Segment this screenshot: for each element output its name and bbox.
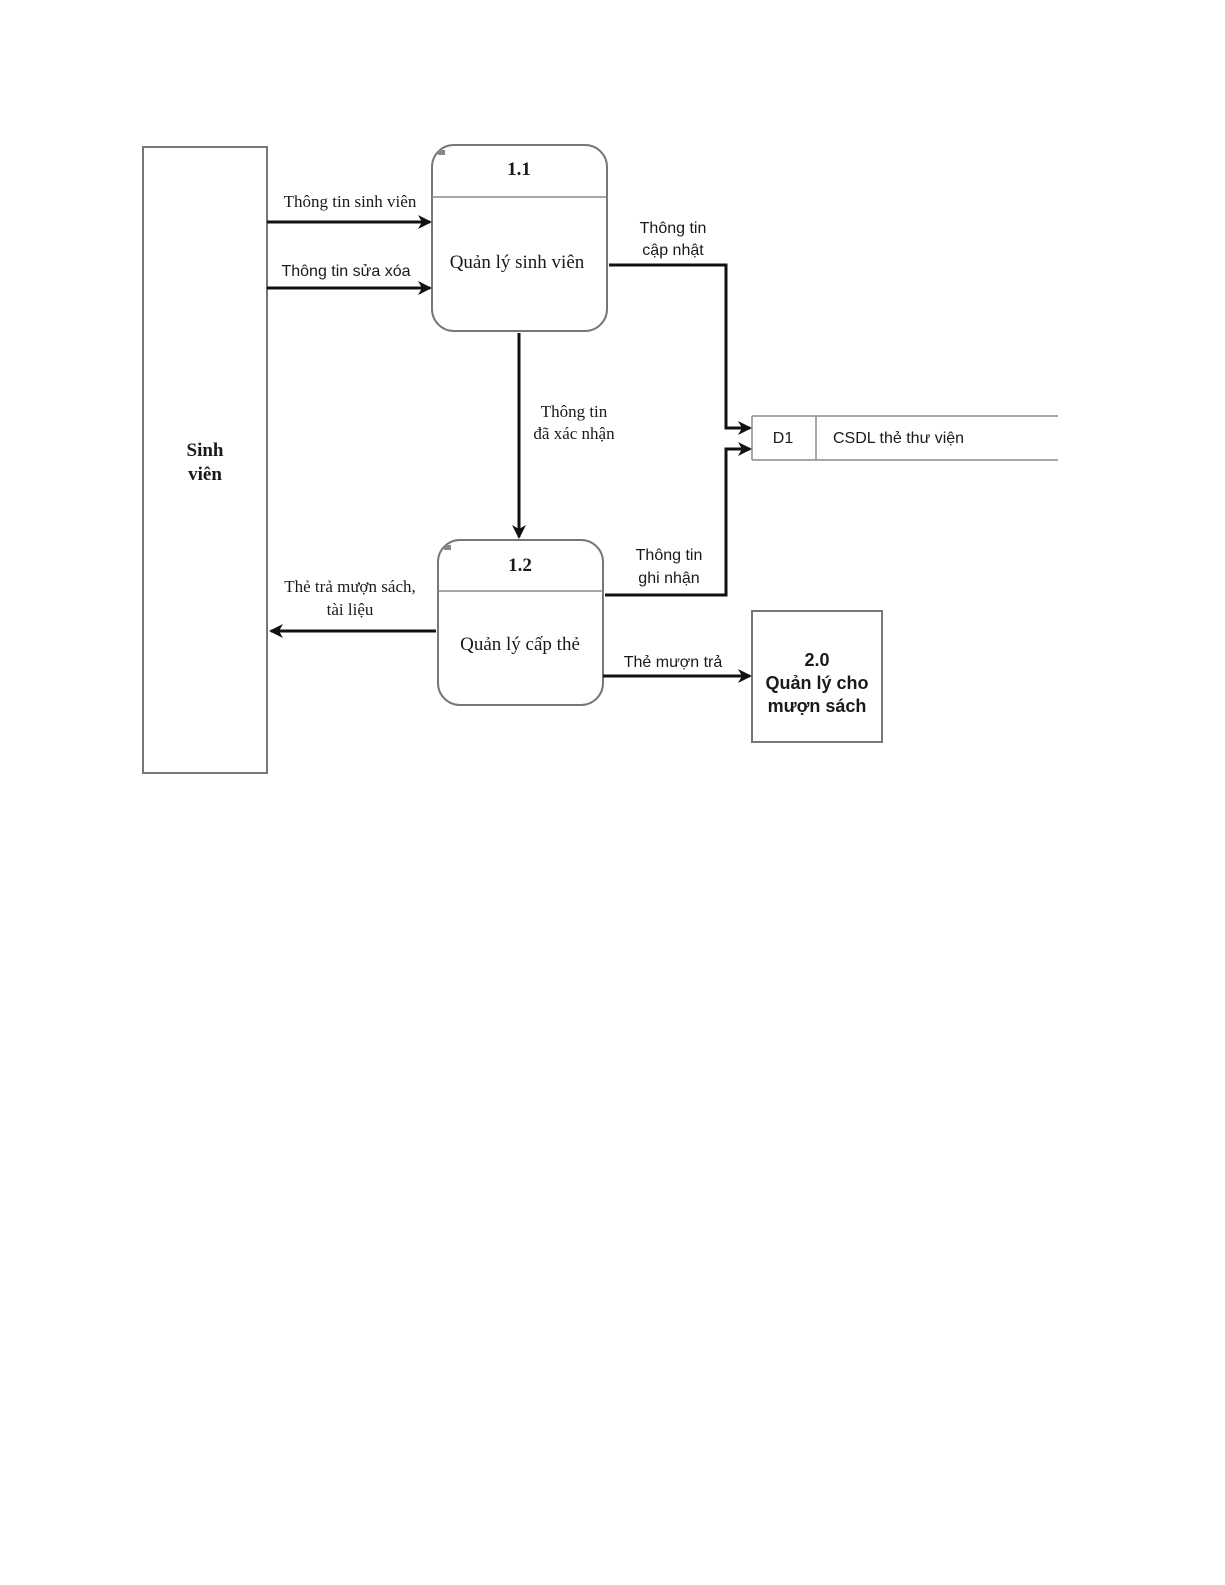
process-1-1-name: Quản lý sinh viên bbox=[450, 252, 585, 273]
flow-confirmed-info[interactable]: Thông tin đã xác nhận bbox=[519, 333, 615, 537]
flow-updated-info[interactable]: Thông tin cập nhật bbox=[609, 220, 750, 428]
process-1-1-corner-icon bbox=[438, 150, 445, 155]
external-process-name-line2: mượn sách bbox=[768, 696, 867, 716]
data-store-d1[interactable]: D1 CSDL thẻ thư viện bbox=[752, 416, 1058, 460]
process-1-2[interactable]: 1.2 Quản lý cấp thẻ bbox=[438, 540, 603, 705]
flow-recorded-info-label-line1: Thông tin bbox=[636, 547, 703, 564]
flow-borrow-card[interactable]: Thẻ mượn trả bbox=[603, 654, 750, 676]
flow-card-return[interactable]: Thẻ trả mượn sách, tài liệu bbox=[271, 577, 436, 631]
flow-recorded-info[interactable]: Thông tin ghi nhận bbox=[605, 449, 750, 595]
process-1-1-id: 1.1 bbox=[507, 159, 531, 180]
flow-student-info[interactable]: Thông tin sinh viên bbox=[267, 192, 430, 222]
flow-card-return-label-line2: tài liệu bbox=[327, 600, 374, 619]
data-store-name: CSDL thẻ thư viện bbox=[833, 430, 964, 447]
flow-updated-info-label-line2: cập nhật bbox=[642, 242, 704, 259]
external-entity-label-line2: viên bbox=[188, 464, 222, 485]
process-1-2-id: 1.2 bbox=[508, 555, 532, 576]
process-1-1[interactable]: 1.1 Quản lý sinh viên bbox=[432, 145, 607, 331]
flow-edit-delete-info-label: Thông tin sửa xóa bbox=[281, 263, 410, 280]
flow-edit-delete-info[interactable]: Thông tin sửa xóa bbox=[267, 263, 430, 288]
flow-updated-info-arrow bbox=[609, 265, 750, 428]
flow-recorded-info-label-line2: ghi nhận bbox=[638, 570, 699, 587]
flow-confirmed-info-label-line2: đã xác nhận bbox=[533, 424, 615, 443]
flow-confirmed-info-label-line1: Thông tin bbox=[541, 402, 608, 421]
flow-student-info-label: Thông tin sinh viên bbox=[284, 192, 417, 211]
external-entity-label-line1: Sinh bbox=[187, 440, 224, 461]
external-process-2-0[interactable]: 2.0 Quản lý cho mượn sách bbox=[752, 611, 882, 742]
external-process-id: 2.0 bbox=[804, 650, 829, 670]
process-1-2-corner-icon bbox=[444, 545, 451, 550]
data-store-id: D1 bbox=[773, 430, 794, 447]
flow-updated-info-label-line1: Thông tin bbox=[640, 220, 707, 237]
flow-borrow-card-label: Thẻ mượn trả bbox=[624, 654, 723, 671]
flow-card-return-label-line1: Thẻ trả mượn sách, bbox=[284, 577, 416, 596]
external-process-name-line1: Quản lý cho bbox=[765, 673, 868, 693]
process-1-2-name: Quản lý cấp thẻ bbox=[460, 634, 580, 655]
external-entity-sinh-vien[interactable]: Sinh viên bbox=[143, 147, 267, 773]
